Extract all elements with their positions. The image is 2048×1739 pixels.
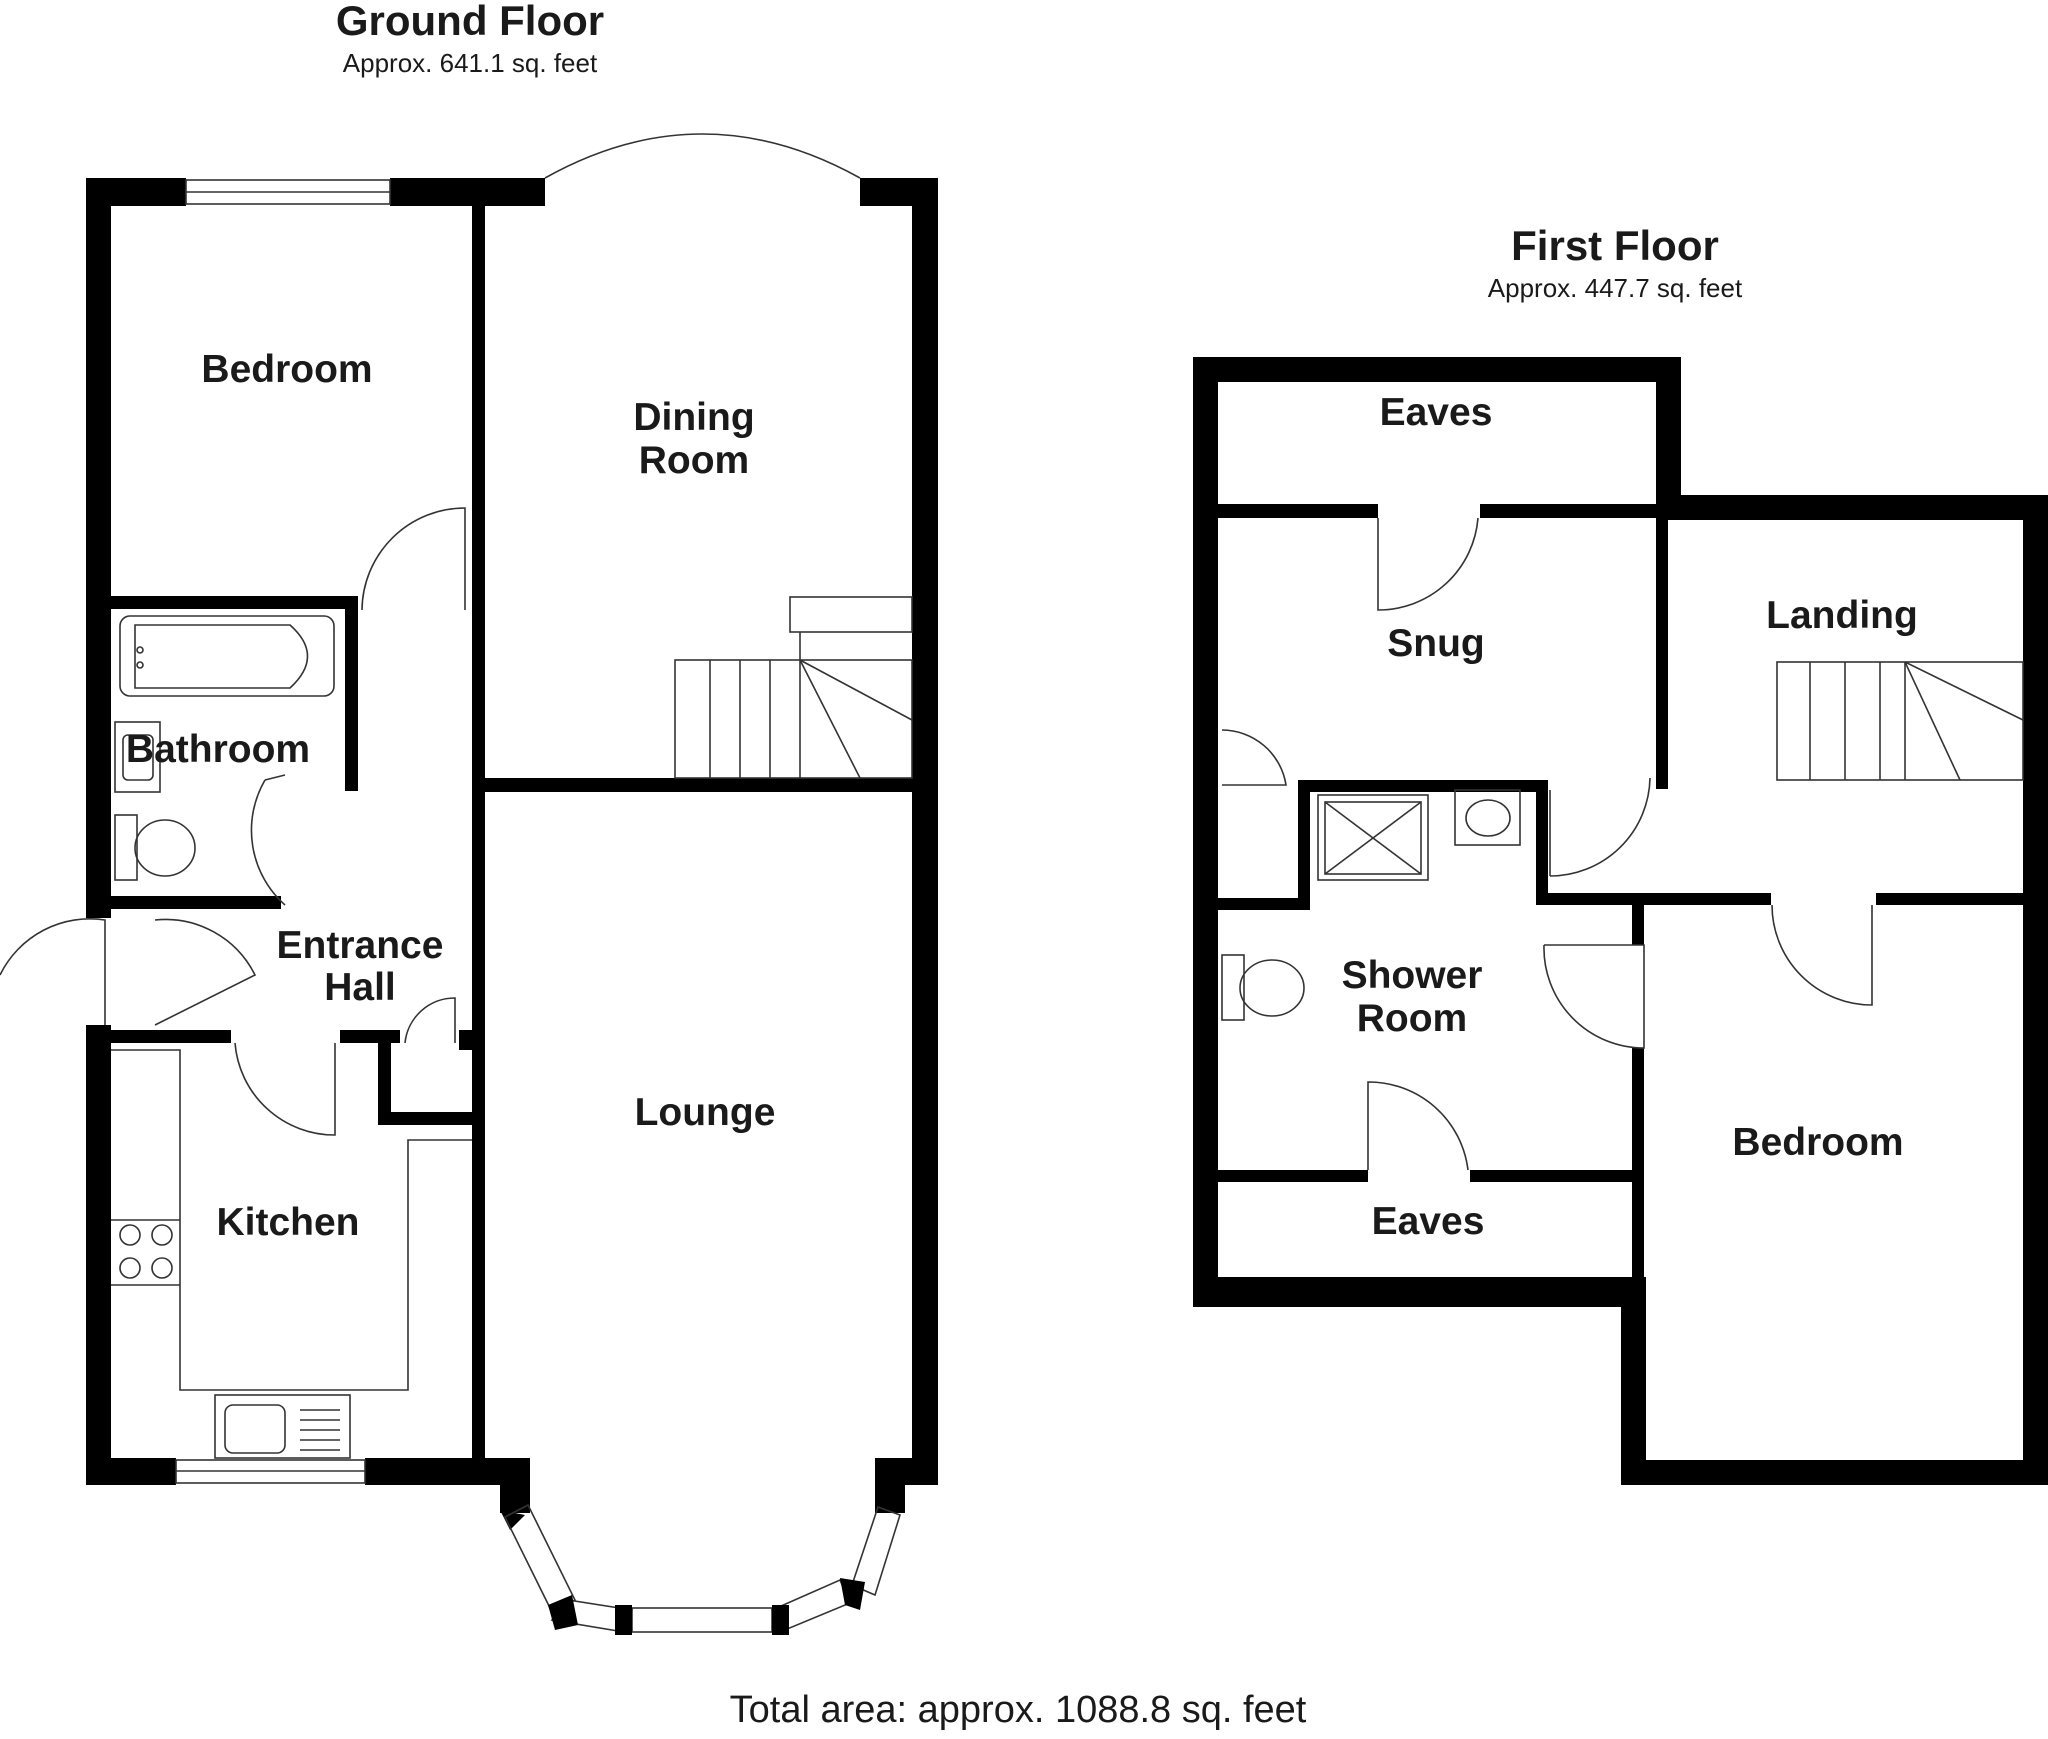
total-area: Total area: approx. 1088.8 sq. feet	[730, 1689, 1307, 1731]
bathroom-fixtures	[114, 615, 335, 881]
room-label-eaves-bottom: Eaves	[1372, 1200, 1485, 1243]
first-floor-title: First Floor	[1511, 222, 1719, 269]
shower-room-fixtures	[1221, 789, 1521, 1021]
room-label-shower-line2: Room	[1357, 997, 1468, 1040]
room-label-bathroom: Bathroom	[126, 728, 310, 771]
room-label-lounge: Lounge	[635, 1091, 776, 1134]
room-label-entrance-line1: Entrance	[277, 924, 444, 967]
ground-floor-area: Approx. 641.1 sq. feet	[343, 48, 598, 78]
room-label-entrance-line2: Hall	[324, 966, 396, 1009]
room-label-landing: Landing	[1766, 594, 1918, 637]
first-floor-plan: First Floor Approx. 447.7 sq. feet Eaves…	[1193, 222, 2048, 1485]
room-label-dining-line1: Dining	[633, 396, 754, 439]
first-floor-area: Approx. 447.7 sq. feet	[1488, 273, 1743, 303]
room-label-snug: Snug	[1387, 622, 1484, 665]
room-label-dining-line2: Room	[639, 439, 750, 482]
first-floor-stairs	[1776, 661, 2024, 781]
ground-floor-windows	[175, 133, 901, 1635]
ground-floor-plan: Ground Floor Approx. 641.1 sq. feet Bedr…	[0, 0, 938, 1635]
ground-floor-doors	[0, 507, 466, 1136]
ground-floor-walls	[86, 178, 938, 1513]
ground-floor-title: Ground Floor	[336, 0, 604, 44]
first-floor-doors	[1221, 517, 1873, 1171]
kitchen-fixtures	[111, 1049, 472, 1459]
room-label-shower-line1: Shower	[1342, 954, 1483, 997]
ground-floor-stairs	[674, 596, 913, 779]
room-label-eaves-top: Eaves	[1380, 391, 1493, 434]
room-label-first-bedroom: Bedroom	[1732, 1121, 1903, 1164]
first-floor-walls	[1193, 357, 2048, 1485]
room-label-ground-bedroom: Bedroom	[201, 348, 372, 391]
room-label-kitchen: Kitchen	[216, 1201, 359, 1244]
